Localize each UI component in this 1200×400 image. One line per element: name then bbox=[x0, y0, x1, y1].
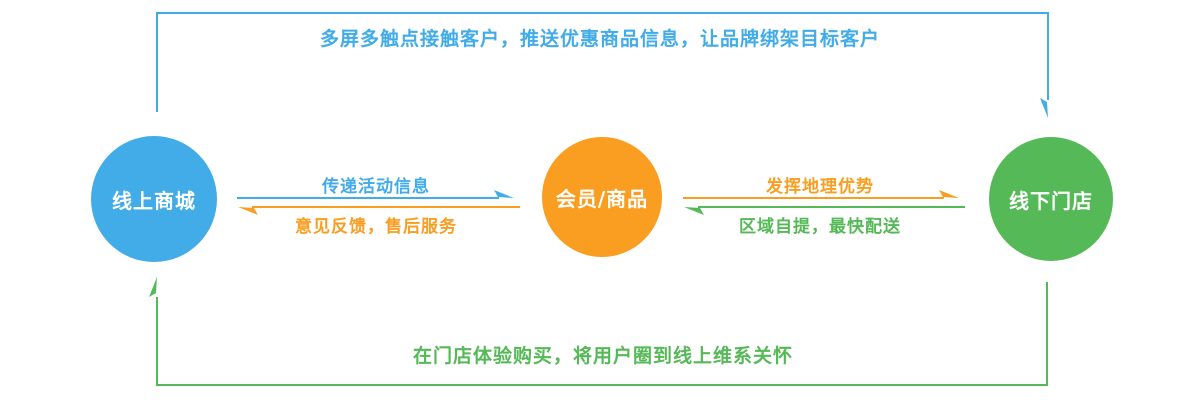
right-to-center-label: 区域自提，最快配送 bbox=[739, 217, 901, 237]
center-to-left-label: 意见反馈，售后服务 bbox=[295, 217, 457, 237]
node-online-mall-label: 线上商城 bbox=[112, 188, 196, 213]
arrow-center-to-left bbox=[238, 206, 520, 215]
top-loop-label: 多屏多触点接触客户，推送优惠商品信息，让品牌绑架目标客户 bbox=[319, 28, 881, 50]
node-member-product: 会员/商品 bbox=[542, 137, 662, 257]
node-offline-store-label: 线下门店 bbox=[1009, 188, 1093, 213]
arrow-left-to-center bbox=[237, 190, 514, 199]
node-online-mall: 线上商城 bbox=[91, 136, 217, 262]
node-member-product-label: 会员/商品 bbox=[555, 186, 649, 211]
arrow-bottom-loop bbox=[149, 277, 1048, 386]
center-to-right-label: 发挥地理优势 bbox=[766, 177, 874, 197]
arrow-center-to-right bbox=[683, 190, 959, 199]
arrow-right-to-center bbox=[684, 206, 965, 215]
arrow-top-loop bbox=[156, 12, 1049, 118]
bottom-loop-label: 在门店体验购买，将用户圈到线上维系关怀 bbox=[412, 345, 794, 367]
node-offline-store: 线下门店 bbox=[989, 137, 1113, 261]
left-to-center-label: 传递活动信息 bbox=[322, 177, 430, 197]
